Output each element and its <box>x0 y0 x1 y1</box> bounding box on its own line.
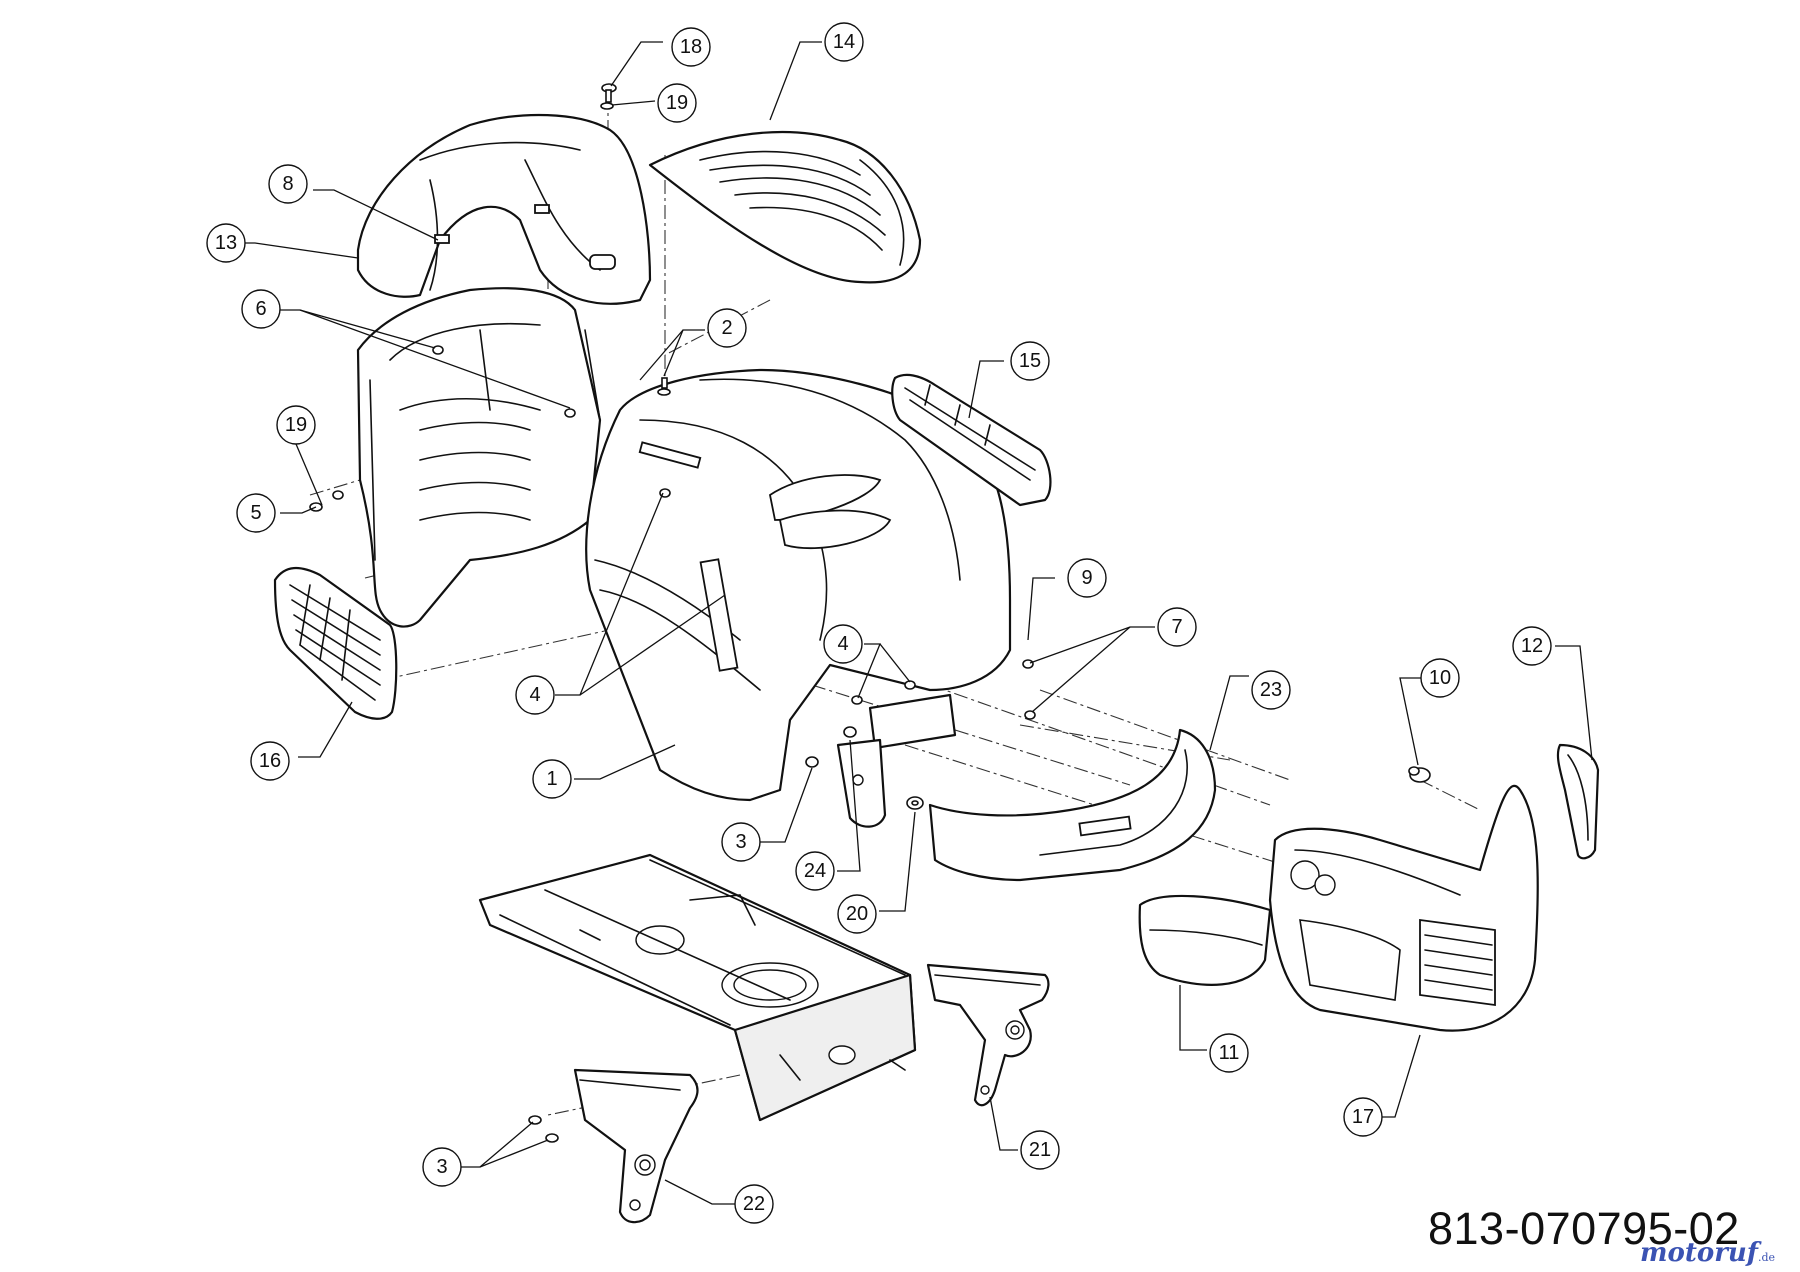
callout-label: 19 <box>666 92 688 114</box>
callout-label: 20 <box>846 903 868 925</box>
callout-label: 9 <box>1081 567 1092 589</box>
drawing-number: 813-070795-02 <box>1428 1203 1740 1254</box>
callout-bubble-10: 10 <box>1420 658 1460 698</box>
callout-bubble-4-left: 4 <box>515 675 555 715</box>
callout-label: 22 <box>743 1193 765 1215</box>
callout-bubble-7: 7 <box>1157 607 1197 647</box>
callout-label: 17 <box>1352 1106 1374 1128</box>
callout-label: 21 <box>1029 1139 1051 1161</box>
callout-bubble-3-upper: 3 <box>721 822 761 862</box>
callout-bubble-8: 8 <box>268 164 308 204</box>
callout-label: 23 <box>1260 679 1282 701</box>
chassis-frame <box>478 853 917 1122</box>
callout-label: 4 <box>837 633 848 655</box>
right-support-bracket <box>926 963 1050 1107</box>
callout-label: 15 <box>1019 350 1041 372</box>
watermark-tld: .de <box>1758 1251 1776 1264</box>
callout-label: 3 <box>735 831 746 853</box>
callout-bubble-4-right: 4 <box>823 624 863 664</box>
callout-label: 6 <box>255 298 266 320</box>
bracket-plate <box>836 693 957 828</box>
callout-label: 12 <box>1521 635 1543 657</box>
callout-bubble-20: 20 <box>837 894 877 934</box>
watermark-brand: motoruf <box>1640 1238 1758 1268</box>
dash-tower <box>356 287 602 628</box>
callout-label: 10 <box>1429 667 1451 689</box>
front-bumper <box>928 728 1217 882</box>
callout-bubble-15: 15 <box>1010 341 1050 381</box>
hood-top-panel <box>648 130 922 284</box>
callout-label: 4 <box>529 684 540 706</box>
callout-bubble-13: 13 <box>206 223 246 263</box>
callout-label: 5 <box>250 502 261 524</box>
callout-bubble-9: 9 <box>1067 558 1107 598</box>
callout-bubble-24: 24 <box>795 851 835 891</box>
callout-bubble-18: 18 <box>671 27 711 67</box>
headlight-lens <box>1556 743 1600 860</box>
callout-bubble-12: 12 <box>1512 626 1552 666</box>
callout-bubble-2: 2 <box>707 308 747 348</box>
bulb <box>1408 766 1431 783</box>
callout-label: 19 <box>285 414 307 436</box>
callout-bubble-19-left: 19 <box>276 405 316 445</box>
side-grille-strip <box>891 373 1052 507</box>
callout-bubble-11: 11 <box>1209 1033 1249 1073</box>
watermark-logo: motoruf.de <box>1640 1238 1775 1268</box>
front-grille-housing <box>1268 784 1539 1032</box>
callout-bubble-3-lower: 3 <box>422 1147 462 1187</box>
hood-body <box>585 368 1012 802</box>
callout-bubble-14: 14 <box>824 22 864 62</box>
callout-label: 7 <box>1171 616 1182 638</box>
fasteners <box>309 83 1036 1143</box>
callout-label: 24 <box>804 860 826 882</box>
callout-bubble-17: 17 <box>1343 1097 1383 1137</box>
callout-bubble-19-top: 19 <box>657 83 697 123</box>
leader-lines <box>230 41 1593 1205</box>
rear-grille <box>273 567 398 720</box>
left-support-bracket <box>573 1068 699 1224</box>
callout-label: 8 <box>282 173 293 195</box>
callout-label: 11 <box>1219 1042 1240 1064</box>
callout-bubble-23: 23 <box>1251 670 1291 710</box>
callout-bubble-21: 21 <box>1020 1130 1060 1170</box>
callout-bubble-6: 6 <box>241 289 281 329</box>
callout-bubble-1: 1 <box>532 759 572 799</box>
callout-label: 16 <box>259 750 281 772</box>
callout-bubble-5: 5 <box>236 493 276 533</box>
callout-label: 18 <box>680 36 702 58</box>
callout-label: 3 <box>436 1156 447 1178</box>
callout-bubble-16: 16 <box>250 741 290 781</box>
callout-label: 2 <box>721 317 732 339</box>
callout-label: 1 <box>546 768 557 790</box>
callout-bubble-22: 22 <box>734 1184 774 1224</box>
callout-label: 13 <box>215 232 237 254</box>
callout-label: 14 <box>833 31 855 53</box>
dashboard-cover <box>356 113 652 305</box>
lower-skirt <box>1138 894 1272 986</box>
